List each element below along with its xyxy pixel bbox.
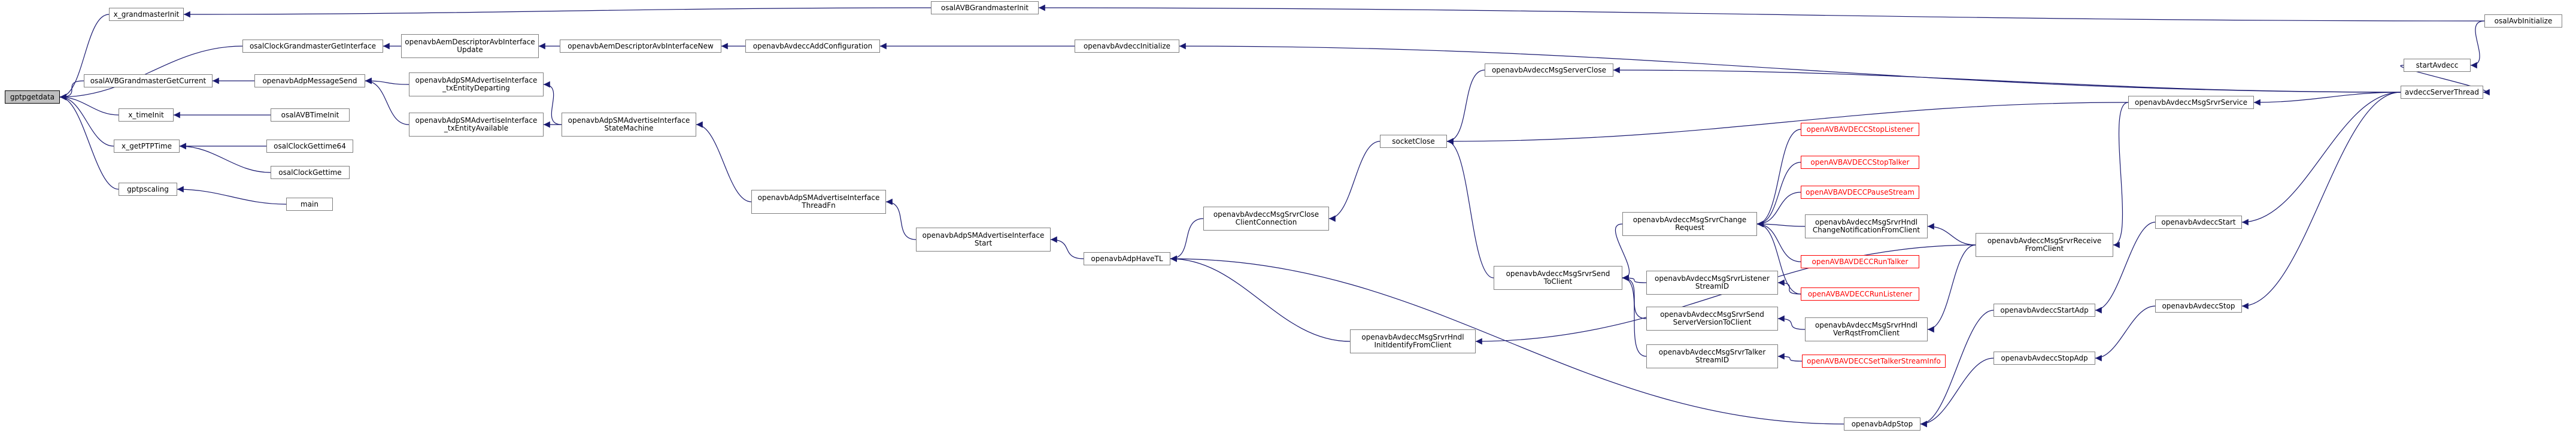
edge-openavbAvdeccStop-to-openavbAvdeccStopAdp [2095, 305, 2156, 362]
edge-x_grandmasterInit-to-gptpgetdata [59, 14, 110, 101]
edge-txEntityDeparting-to-openavbAdpMessageSend [365, 77, 409, 85]
node-stop-talker[interactable]: openAVBAVDECCStopTalker [1801, 156, 1919, 169]
node-openavb-adp-have-t-l[interactable]: openavbAdpHaveTL [1084, 252, 1170, 265]
edge-msgSrvrService-to-msgSrvrReceiveFromClient [2113, 102, 2129, 249]
edge-txEntityAvailable-to-openavbAdpMessageSend [365, 77, 409, 125]
node-pause-stream[interactable]: openAVBAVDECCPauseStream [1801, 186, 1919, 199]
node-run-listener[interactable]: openAVBAVDECCRunListener [1801, 287, 1919, 301]
node-osal-a-v-b-time-init[interactable]: osalAVBTimeInit [271, 108, 350, 122]
edge-msgSrvrTalkerStreamID-to-msgSrvrSendToClient [1622, 274, 1647, 357]
node-hndl-init-identify[interactable]: openavbAvdeccMsgSrvrHndl InitIdentifyFro… [1350, 329, 1476, 353]
edge-x_getPTPTime-to-gptpgetdata [59, 93, 114, 147]
node-adv-start[interactable]: openavbAdpSMAdvertiseInterface Start [916, 228, 1051, 252]
node-osal-a-v-b-grandmaster-init[interactable]: osalAVBGrandmasterInit [931, 1, 1039, 14]
node-tx-entity-departing[interactable]: openavbAdpSMAdvertiseInterface _txEntity… [409, 72, 544, 96]
edge-openavbAvdeccStart-to-openavbAvdeccStartAdp [2095, 222, 2156, 314]
edge-stopTalker-to-msgSrvrChangeRequest [1756, 162, 1801, 228]
edge-advStart-to-advThreadFn [885, 198, 917, 240]
node-hndl-ver-rqst[interactable]: openavbAvdeccMsgSrvrHndl VerRqstFromClie… [1805, 317, 1928, 341]
edge-socketClose-to-srvrCloseClientConnection [1328, 141, 1380, 222]
node-adv-state-machine[interactable]: openavbAdpSMAdvertiseInterface StateMach… [562, 113, 696, 137]
node-openavb-avdecc-stop-adp[interactable]: openavbAvdeccStopAdp [1994, 352, 2095, 365]
node-openavb-avdecc-add-configuration[interactable]: openavbAvdeccAddConfiguration [745, 40, 880, 53]
edge-stopListener-to-msgSrvrChangeRequest [1756, 129, 1801, 228]
edge-startAvdecc-to-avdeccServerThread [2400, 65, 2490, 96]
edge-openavbAdpHaveTL-to-advStart [1050, 236, 1084, 259]
edge-avdeccServerThread-to-msgServerClose [1613, 66, 2401, 93]
node-openavb-adp-message-send[interactable]: openavbAdpMessageSend [254, 74, 365, 87]
node-openavb-avdecc-start-adp[interactable]: openavbAvdeccStartAdp [1994, 304, 2095, 317]
edge-avdeccServerThread-to-openavbAvdeccInitialize [1179, 43, 2401, 93]
node-msg-srvr-receive-from-client[interactable]: openavbAvdeccMsgSrvrReceive FromClient [1976, 233, 2113, 257]
edge-setTalkerStreamInfo-to-msgSrvrTalkerStreamID [1777, 353, 1803, 362]
edge-main-to-gptpscaling [177, 186, 287, 205]
edge-avdeccServerThread-to-openavbAvdeccStart [2241, 92, 2401, 226]
node-x-get-p-t-p-time[interactable]: x_getPTPTime [114, 140, 180, 153]
node-msg-srvr-talker-stream-i-d[interactable]: openavbAvdeccMsgSrvrTalker StreamID [1646, 344, 1778, 368]
edge-gptpscaling-to-gptpgetdata [59, 93, 119, 190]
node-gptpgetdata[interactable]: gptpgetdata [5, 90, 60, 104]
node-socket-close[interactable]: socketClose [1380, 135, 1447, 148]
node-gptpscaling[interactable]: gptpscaling [119, 183, 177, 196]
edge-openavbAvdeccStopAdp-to-openavbAdpStop [1920, 358, 1994, 428]
node-openavb-aem-descriptor-avb-interface-update[interactable]: openavbAemDescriptorAvbInterface Update [401, 34, 539, 58]
edge-runTalker-to-msgSrvrChangeRequest [1756, 220, 1801, 262]
edge-hndlChangeNotification-to-msgSrvrChangeRequest [1756, 220, 1806, 228]
node-osal-a-v-b-grandmaster-get-current[interactable]: osalAVBGrandmasterGetCurrent [84, 74, 213, 87]
edge-osalClockGettime-to-x_getPTPTime [179, 143, 271, 173]
node-set-talker-stream-info[interactable]: openAVBAVDECCSetTalkerStreamInfo [1802, 355, 1946, 368]
node-osal-avb-initialize[interactable]: osalAvbInitialize [2484, 14, 2562, 28]
node-openavb-avdecc-start[interactable]: openavbAvdeccStart [2155, 216, 2242, 229]
edge-msgServerClose-to-socketClose [1446, 69, 1485, 145]
edge-hndlInitIdentify-to-openavbAdpHaveTL [1170, 255, 1351, 342]
node-msg-srvr-change-request[interactable]: openavbAvdeccMsgSrvrChange Request [1622, 212, 1757, 236]
edge-openavbAdpStop-to-openavbAdpHaveTL [1170, 255, 1844, 425]
edge-hndlVerRqst-to-msgSrvrSendServerVersion [1777, 315, 1806, 330]
node-osal-clock-grandmaster-get-interface[interactable]: osalClockGrandmasterGetInterface [242, 40, 383, 53]
edge-x_timeInit-to-gptpgetdata [59, 93, 119, 116]
node-msg-srvr-send-server-version[interactable]: openavbAvdeccMsgSrvrSend ServerVersionTo… [1646, 307, 1778, 331]
node-msg-srvr-service[interactable]: openavbAvdeccMsgSrvrService [2128, 96, 2254, 109]
edge-runListener-to-msgSrvrChangeRequest [1756, 220, 1801, 295]
edge-osalAVBGrandmasterGetCurrent-to-gptpgetdata [59, 80, 84, 101]
node-tx-entity-available[interactable]: openavbAdpSMAdvertiseInterface _txEntity… [409, 113, 544, 137]
edge-advStateMachine-to-txEntityDeparting [543, 81, 562, 125]
node-avdecc-server-thread[interactable]: avdeccServerThread [2401, 86, 2483, 99]
node-openavb-adp-stop[interactable]: openavbAdpStop [1844, 417, 1920, 431]
node-adv-thread-fn[interactable]: openavbAdpSMAdvertiseInterface ThreadFn [751, 190, 886, 214]
node-stop-listener[interactable]: openAVBAVDECCStopListener [1801, 123, 1919, 136]
edge-msgSrvrReceiveFromClient-to-hndlVerRqst [1927, 244, 1976, 333]
node-main[interactable]: main [286, 198, 333, 211]
node-osal-clock-gettime64[interactable]: osalClockGettime64 [266, 140, 353, 153]
node-run-talker[interactable]: openAVBAVDECCRunTalker [1801, 255, 1919, 268]
edge-srvrCloseClientConnection-to-openavbAdpHaveTL [1170, 218, 1204, 262]
edge-avdeccServerThread-to-msgSrvrService [2253, 92, 2401, 106]
node-openavb-avdecc-initialize[interactable]: openavbAvdeccInitialize [1075, 40, 1179, 53]
edge-advThreadFn-to-advStateMachine [696, 121, 752, 202]
node-srvr-close-client-connection[interactable]: openavbAvdeccMsgSrvrClose ClientConnecti… [1203, 207, 1329, 231]
edge-osalAvbInitialize-to-startAvdecc [2470, 20, 2485, 69]
node-x-grandmaster-init[interactable]: x_grandmasterInit [109, 8, 184, 21]
node-msg-server-close[interactable]: openavbAvdeccMsgServerClose [1485, 63, 1613, 77]
edge-openavbAvdeccStartAdp-to-openavbAdpStop [1920, 310, 1994, 428]
node-msg-srvr-send-to-client[interactable]: openavbAvdeccMsgSrvrSend ToClient [1494, 266, 1622, 290]
edge-msgSrvrSendToClient-to-socketClose [1446, 138, 1494, 278]
edge-osalAvbInitialize-to-osalAVBGrandmasterInit [1038, 4, 2485, 22]
node-hndl-change-notification[interactable]: openavbAvdeccMsgSrvrHndl ChangeNotificat… [1805, 214, 1928, 238]
edge-avdeccServerThread-to-openavbAvdeccStop [2241, 92, 2401, 310]
node-start-avdecc[interactable]: startAvdecc [2404, 59, 2471, 72]
node-msg-srvr-listener-stream-i-d[interactable]: openavbAvdeccMsgSrvrListener StreamID [1646, 271, 1778, 295]
node-openavb-avdecc-stop[interactable]: openavbAvdeccStop [2155, 299, 2242, 313]
node-x-time-init[interactable]: x_timeInit [119, 108, 174, 122]
edge-pauseStream-to-msgSrvrChangeRequest [1756, 192, 1801, 228]
edge-msgSrvrService-to-socketClose [1446, 102, 2129, 145]
node-osal-clock-gettime[interactable]: osalClockGettime [271, 166, 350, 179]
node-openavb-aem-descriptor-avb-interface-new[interactable]: openavbAemDescriptorAvbInterfaceNew [560, 40, 721, 53]
edge-osalClockGrandmasterGetInterface-to-gptpgetdata [59, 46, 243, 101]
edge-msgSrvrReceiveFromClient-to-hndlChangeNotification [1927, 223, 1976, 246]
edge-osalAVBGrandmasterInit-to-x_grandmasterInit [183, 7, 932, 18]
edge-runListener-to-msgSrvrListenerStreamID [1777, 279, 1801, 295]
